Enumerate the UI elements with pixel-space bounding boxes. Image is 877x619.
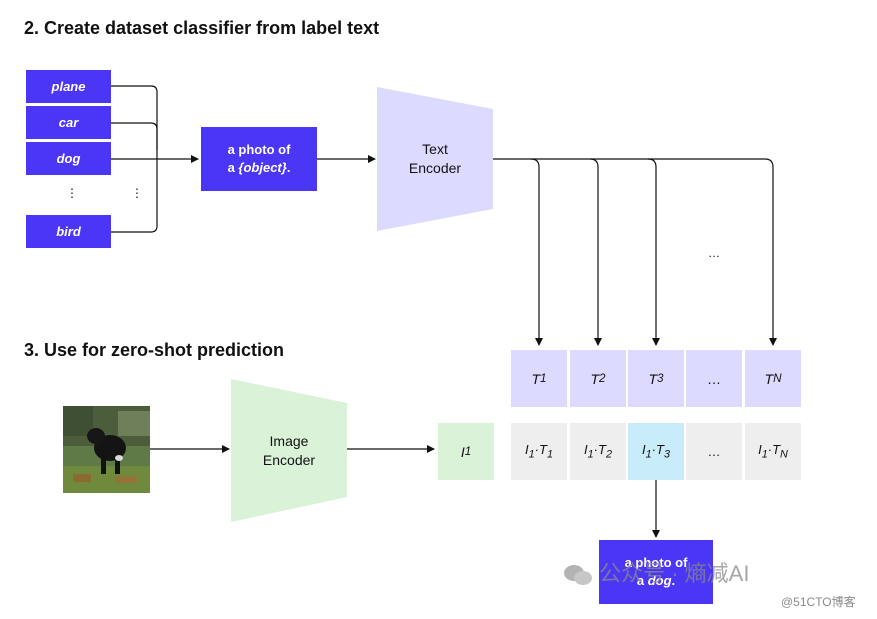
label-bird: bird	[26, 215, 111, 248]
watermark-main: 公众号 · 熵减AI	[563, 556, 749, 588]
arrow-to-t3	[590, 158, 660, 346]
similarity-i1-tn: I1·TN	[745, 423, 801, 480]
similarity-i1-t2: I1·T2	[570, 423, 626, 480]
arrow-to-t1	[493, 158, 543, 346]
prompt-line1: a photo of	[227, 142, 291, 157]
prompt-template-box: a photo of a {object}.	[201, 127, 317, 191]
image-encoder-shape	[231, 379, 347, 522]
dog-photo-illustration	[63, 406, 150, 493]
result-line2: a dog.	[636, 573, 676, 588]
labels-ellipsis: ⋮	[66, 186, 78, 200]
label-car: car	[26, 106, 111, 139]
prompt-line2: a {object}.	[227, 160, 291, 175]
similarity-i1-t3-highlighted: I1·T3	[628, 423, 684, 480]
arrow-to-tn	[648, 158, 777, 346]
section-title-zero-shot: 3. Use for zero-shot prediction	[24, 340, 285, 360]
text-encoder-shape	[377, 87, 493, 231]
prediction-result-box: a photo of a dog.	[599, 540, 713, 604]
image-encoder-label: Image Encoder	[262, 433, 316, 468]
watermark-sub: @51CTO博客	[781, 595, 856, 609]
label-dog: dog	[26, 142, 111, 175]
text-embedding-ellipsis: …	[686, 350, 742, 407]
wechat-icon	[563, 564, 593, 586]
arrows-ellipsis: …	[708, 246, 720, 260]
arrow-to-t2	[531, 158, 602, 346]
result-line1: a photo of	[624, 555, 688, 570]
connector-ellipsis: ⋮	[131, 186, 143, 200]
similarity-i1-t1: I1·T1	[511, 423, 567, 480]
label-plane: plane	[26, 70, 111, 103]
dog-photo	[63, 406, 150, 493]
section-title-create-classifier: 2. Create dataset classifier from label …	[24, 18, 380, 38]
similarity-ellipsis: …	[686, 423, 742, 480]
text-encoder-label: Text Encoder	[408, 141, 462, 176]
